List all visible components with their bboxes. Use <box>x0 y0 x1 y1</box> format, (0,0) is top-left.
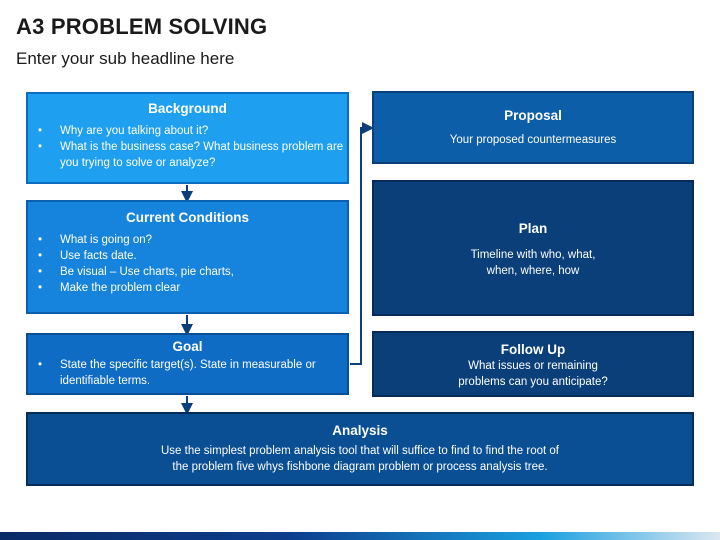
goal-title: Goal <box>172 339 203 354</box>
bullet-item: Why are you talking about it? <box>38 123 347 139</box>
proposal-box: Proposal Your proposed countermeasures <box>372 91 694 164</box>
page-title: A3 PROBLEM SOLVING <box>16 14 268 39</box>
analysis-title: Analysis <box>332 423 388 438</box>
bullet-item: What is the business case? What business… <box>38 139 347 171</box>
analysis-box: Analysis Use the simplest problem analys… <box>26 412 694 486</box>
plan-text-line2: when, where, how <box>486 265 580 277</box>
bullet-item: Use facts date. <box>38 248 347 264</box>
current-conditions-title: Current Conditions <box>126 210 249 225</box>
background-title: Background <box>148 101 227 116</box>
goal-box: Goal State the specific target(s). State… <box>26 333 349 395</box>
bullet-item: What is going on? <box>38 232 347 248</box>
follow-up-title: Follow Up <box>500 342 566 357</box>
follow-up-box: Follow Up What issues or remaining probl… <box>372 331 694 397</box>
analysis-text-line2: the problem five whys fishbone diagram p… <box>172 461 548 473</box>
bullet-item: Be visual – Use charts, pie charts, <box>38 264 347 280</box>
proposal-title: Proposal <box>504 108 562 123</box>
current-conditions-bullets: What is going on? Use facts date. Be vis… <box>28 232 347 296</box>
background-box: Background Why are you talking about it?… <box>26 92 349 184</box>
follow-up-text-line2: problems can you anticipate? <box>458 376 608 388</box>
current-conditions-box: Current Conditions What is going on? Use… <box>26 200 349 314</box>
follow-up-text-line1: What issues or remaining <box>468 360 598 372</box>
footer-gradient-strip <box>0 532 720 540</box>
background-bullets: Why are you talking about it? What is th… <box>28 123 347 171</box>
arrow-goal-to-proposal <box>350 122 374 365</box>
plan-text-line1: Timeline with who, what, <box>470 249 596 261</box>
proposal-text: Your proposed countermeasures <box>449 134 617 146</box>
plan-box: Plan Timeline with who, what, when, wher… <box>372 180 694 316</box>
plan-title: Plan <box>518 221 548 236</box>
page-subtitle: Enter your sub headline here <box>16 49 235 68</box>
bullet-item: Make the problem clear <box>38 280 347 296</box>
goal-bullets: State the specific target(s). State in m… <box>28 357 347 389</box>
analysis-text-line1: Use the simplest problem analysis tool t… <box>160 445 559 457</box>
bullet-item: State the specific target(s). State in m… <box>38 357 347 389</box>
